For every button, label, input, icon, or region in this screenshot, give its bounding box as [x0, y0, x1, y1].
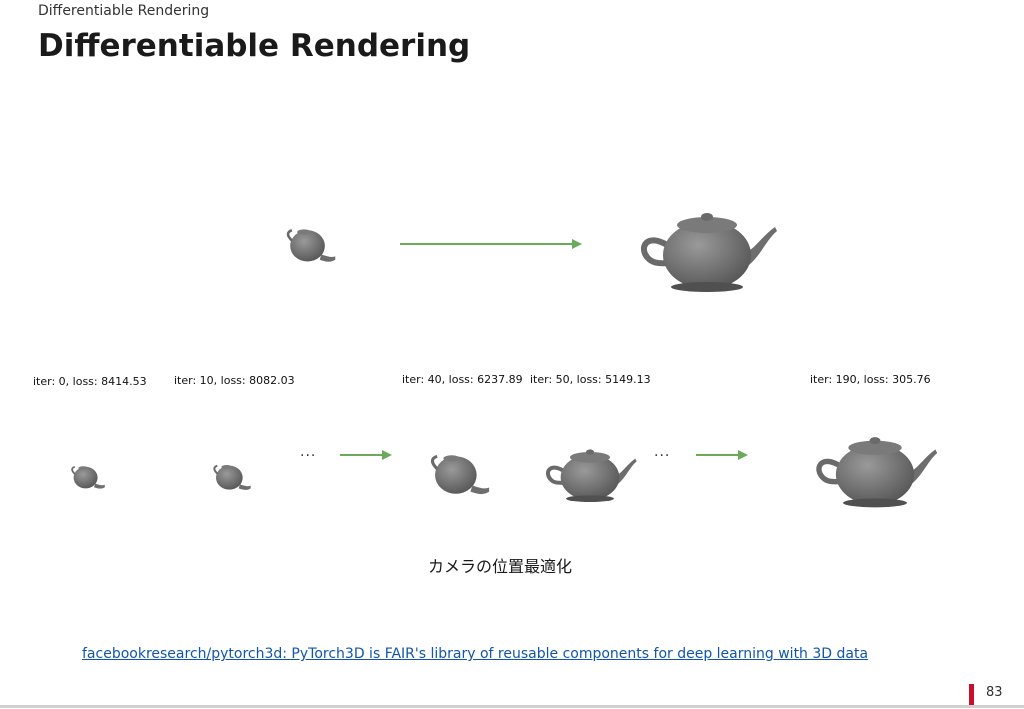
- footer-divider: [0, 705, 1024, 708]
- iter-label-10: iter: 10, loss: 8082.03: [174, 374, 295, 387]
- teapot-iter-190: [805, 430, 945, 510]
- page-title: Differentiable Rendering: [38, 28, 471, 64]
- iter-label-0: iter: 0, loss: 8414.53: [33, 375, 147, 388]
- iter-label-40: iter: 40, loss: 6237.89: [402, 373, 523, 386]
- ellipsis-2: ...: [654, 444, 671, 460]
- teapot-iter-50: [542, 444, 638, 504]
- teapot-iter-40: [428, 448, 492, 500]
- pytorch3d-link[interactable]: facebookresearch/pytorch3d: PyTorch3D is…: [82, 646, 869, 662]
- caption: カメラの位置最適化: [428, 557, 573, 576]
- page-accent-bar: [969, 684, 974, 706]
- ellipsis-1: ...: [300, 444, 317, 460]
- teapot-optimized-image: [636, 205, 778, 295]
- iter-label-190: iter: 190, loss: 305.76: [810, 373, 931, 386]
- arrow-top: [400, 239, 582, 249]
- teapot-initial-image: [285, 222, 337, 268]
- breadcrumb: Differentiable Rendering: [38, 3, 210, 19]
- iter-label-50: iter: 50, loss: 5149.13: [530, 373, 651, 386]
- arrow-bottom-1: [340, 450, 392, 460]
- teapot-iter-10: [212, 458, 252, 496]
- teapot-iter-0: [70, 460, 106, 494]
- arrow-bottom-2: [696, 450, 748, 460]
- page-number: 83: [986, 685, 1003, 700]
